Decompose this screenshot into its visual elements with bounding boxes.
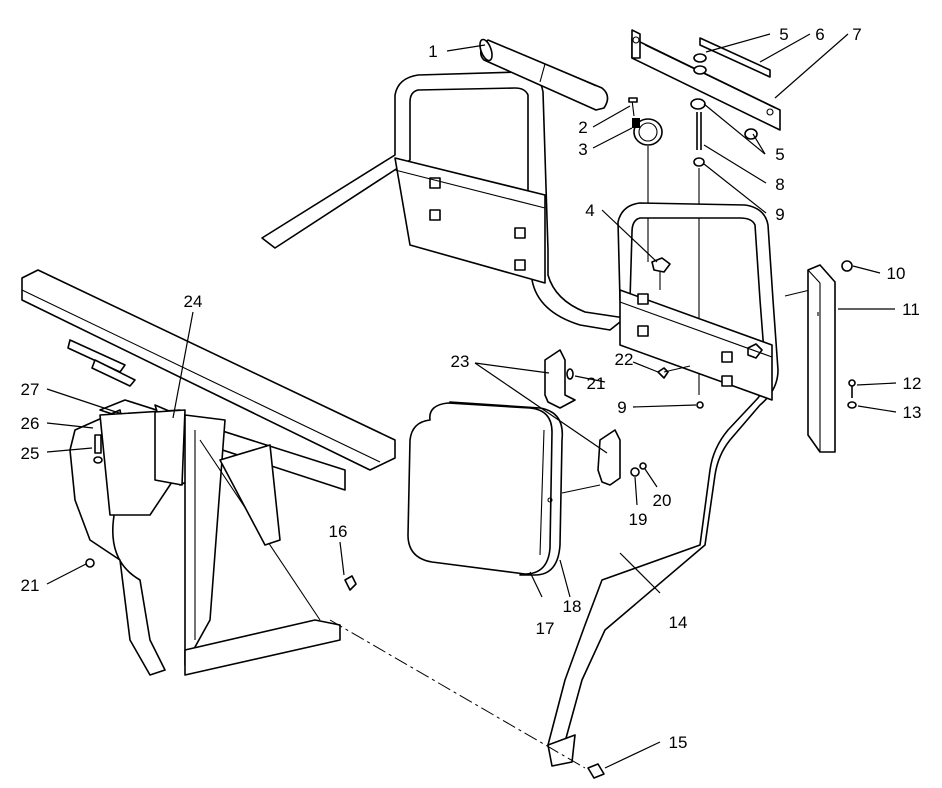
callout-17: 17: [536, 619, 555, 638]
callout-5-top: 5: [779, 25, 788, 44]
callout-21-center: 21: [587, 374, 606, 393]
callout-11: 11: [902, 300, 920, 319]
left-frame-assembly: [21, 269, 396, 676]
callout-23: 23: [451, 352, 470, 371]
callout-22: 22: [615, 350, 634, 369]
callout-20: 20: [653, 491, 672, 510]
callout-18: 18: [563, 597, 582, 616]
callout-labels: 1 2 3 4 5 5 6 7 8 9 9 10 11 12 13 14 15 …: [21, 25, 922, 752]
part-23-brackets: [544, 349, 704, 486]
leader-lines: [46, 33, 897, 769]
callout-21-left: 21: [21, 576, 40, 595]
callout-6: 6: [815, 25, 824, 44]
callout-26: 26: [21, 414, 40, 433]
callout-1: 1: [428, 42, 437, 61]
callout-15: 15: [669, 733, 688, 752]
callout-16: 16: [329, 522, 348, 541]
part-5-nuts: [690, 53, 758, 140]
rear-roll-bar: [261, 71, 626, 331]
callout-5-lower: 5: [775, 145, 784, 164]
part-14-roll-bar: [547, 202, 811, 767]
callout-19: 19: [629, 510, 648, 529]
callout-10: 10: [887, 264, 906, 283]
part-7-bracket: [631, 29, 781, 131]
callout-9-lower: 9: [617, 398, 626, 417]
alignment-line: [329, 619, 586, 769]
callout-24: 24: [184, 292, 203, 311]
callout-9-top: 9: [775, 205, 784, 224]
part-4-knob: [651, 257, 671, 290]
part-2-3-clamp: [628, 97, 663, 262]
callout-14: 14: [669, 613, 688, 632]
part-17-18-seat: [407, 401, 601, 576]
callout-13: 13: [903, 403, 922, 422]
part-11-post: [807, 260, 857, 453]
callout-8: 8: [775, 175, 784, 194]
callout-25: 25: [21, 444, 40, 463]
callout-12: 12: [903, 374, 922, 393]
callout-3: 3: [578, 140, 587, 159]
part-15-bolt: [587, 763, 605, 779]
callout-27: 27: [21, 380, 40, 399]
callout-7: 7: [852, 25, 861, 44]
callout-4: 4: [585, 201, 594, 220]
callout-2: 2: [578, 118, 587, 137]
